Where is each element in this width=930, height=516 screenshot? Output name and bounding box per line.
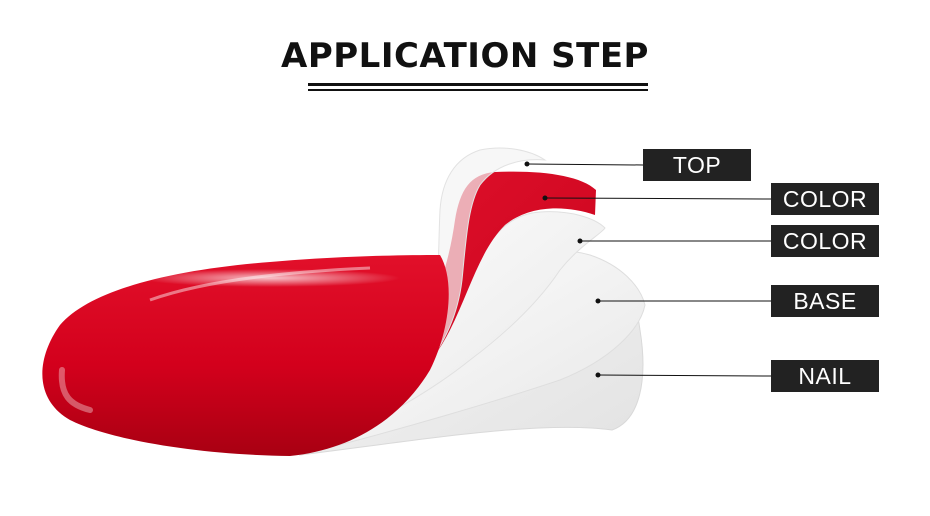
leader-dot-top [524, 161, 530, 167]
title-underline-thick [308, 83, 648, 86]
leader-dot-color-1 [542, 195, 548, 201]
polished-nail-body [42, 255, 449, 456]
leader-dot-base [595, 298, 601, 304]
title-underline-thin [308, 89, 648, 91]
edge-highlight [58, 367, 93, 413]
layer-label-color-2: COLOR [771, 225, 879, 257]
layer-label-top: TOP [643, 149, 751, 181]
leader-line-color-1 [544, 197, 772, 200]
title-container: APPLICATION STEP [0, 36, 930, 80]
leader-dot-nail [595, 372, 601, 378]
page-title: APPLICATION STEP [281, 36, 649, 76]
leader-line-nail [597, 374, 772, 377]
gloss-streak [149, 266, 371, 302]
leader-line-top [526, 163, 644, 166]
layer-label-nail: NAIL [771, 360, 879, 392]
leader-lines [526, 163, 772, 377]
layer-label-color-1: COLOR [771, 183, 879, 215]
leader-dot-color-2 [577, 238, 583, 244]
gloss-highlight [140, 269, 400, 287]
layer-label-base: BASE [771, 285, 879, 317]
leader-dots [524, 161, 601, 378]
